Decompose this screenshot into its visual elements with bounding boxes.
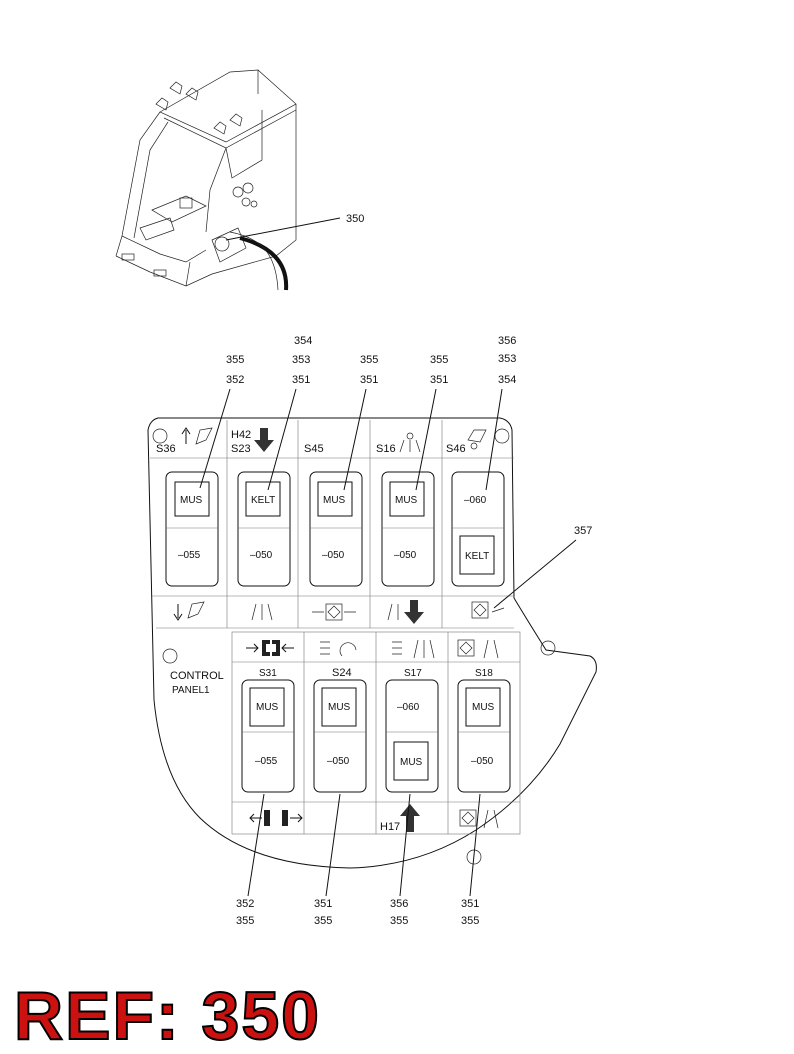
spray-rotate-icon <box>392 639 435 659</box>
svg-text:–050: –050 <box>471 756 494 767</box>
svg-text:S46: S46 <box>446 443 466 455</box>
svg-text:351: 351 <box>461 898 479 910</box>
svg-text:MUS: MUS <box>472 702 495 713</box>
svg-text:–050: –050 <box>250 550 273 561</box>
svg-text:MUS: MUS <box>400 757 423 768</box>
svg-text:355: 355 <box>461 915 479 927</box>
svg-text:–055: –055 <box>178 550 201 561</box>
svg-text:H42: H42 <box>231 429 251 441</box>
clamp-open-icon <box>249 810 303 826</box>
svg-text:351: 351 <box>430 374 448 386</box>
svg-text:MUS: MUS <box>256 702 279 713</box>
svg-text:355: 355 <box>236 915 254 927</box>
svg-text:355: 355 <box>390 915 408 927</box>
svg-text:KELT: KELT <box>465 551 489 562</box>
svg-text:354: 354 <box>498 374 516 386</box>
control-panel-outline <box>147 417 597 869</box>
svg-text:351: 351 <box>292 374 310 386</box>
svg-text:–060: –060 <box>397 702 420 713</box>
callouts-top: 355 352 354 353 351 355 351 355 351 356 … <box>199 335 592 609</box>
svg-text:–060: –060 <box>464 495 487 506</box>
svg-text:S31: S31 <box>259 668 277 679</box>
callouts-bottom: 352 355 351 355 356 355 351 355 <box>236 793 481 927</box>
svg-text:354: 354 <box>294 335 312 347</box>
switch-s23: H42 S23 KELT –050 <box>231 428 291 621</box>
svg-text:352: 352 <box>226 374 244 386</box>
spray-light-icon <box>399 432 421 453</box>
switch-s36: S36 MUS –055 <box>156 427 219 621</box>
svg-text:352: 352 <box>236 898 254 910</box>
svg-text:S45: S45 <box>304 443 324 455</box>
cab-illustration: 350 <box>115 69 364 291</box>
svg-text:357: 357 <box>574 525 592 537</box>
svg-text:MUS: MUS <box>328 702 351 713</box>
svg-text:356: 356 <box>390 898 408 910</box>
svg-text:–050: –050 <box>327 756 350 767</box>
svg-text:S36: S36 <box>156 443 176 455</box>
switch-s46: S46 –060 KELT <box>446 429 505 619</box>
switch-s31: S31 MUS –055 <box>241 640 303 826</box>
svg-text:355: 355 <box>430 354 448 366</box>
svg-text:MUS: MUS <box>323 495 346 506</box>
diamond-spray-icon <box>457 639 499 659</box>
diamond-spray-bottom-icon <box>459 809 499 829</box>
tip-light-icon <box>467 429 487 450</box>
svg-text:S24: S24 <box>332 667 352 679</box>
svg-text:S18: S18 <box>475 668 493 679</box>
h17-label: H17 <box>380 821 400 833</box>
svg-text:S17: S17 <box>404 668 422 679</box>
callout-350: 350 <box>346 213 364 225</box>
svg-text:355: 355 <box>314 915 332 927</box>
clamp-close-icon <box>246 640 294 656</box>
up-arrow-icon <box>400 804 420 832</box>
svg-text:353: 353 <box>292 354 310 366</box>
down-arrow-icon <box>254 428 274 452</box>
switch-s24: S24 MUS –050 <box>313 641 367 793</box>
svg-text:355: 355 <box>226 354 244 366</box>
svg-text:MUS: MUS <box>180 495 203 506</box>
tip-up-icon <box>181 427 213 445</box>
diamond-icon <box>312 603 356 621</box>
spray-icon <box>251 603 273 621</box>
svg-text:–050: –050 <box>322 550 345 561</box>
svg-text:S23: S23 <box>231 443 251 455</box>
svg-text:353: 353 <box>498 353 516 365</box>
diamond-light-icon <box>471 601 505 619</box>
rotate-icon <box>320 641 357 657</box>
svg-text:–055: –055 <box>255 756 278 767</box>
switch-s17: S17 –060 MUS H17 <box>380 639 439 833</box>
panel-title: CONTROL <box>170 670 224 682</box>
svg-text:351: 351 <box>360 374 378 386</box>
spray-down-icon <box>387 600 424 624</box>
svg-text:KELT: KELT <box>251 495 275 506</box>
svg-text:355: 355 <box>360 354 378 366</box>
panel-subtitle: PANEL1 <box>172 685 210 696</box>
switch-s45: S45 MUS –050 <box>304 443 363 621</box>
switch-s18: S18 MUS –050 <box>457 639 511 829</box>
switch-s16: S16 MUS –050 <box>376 432 435 624</box>
svg-text:351: 351 <box>314 898 332 910</box>
svg-text:356: 356 <box>498 335 516 347</box>
svg-text:–050: –050 <box>394 550 417 561</box>
svg-text:MUS: MUS <box>395 495 418 506</box>
tip-down-icon <box>173 601 205 621</box>
svg-text:S16: S16 <box>376 443 396 455</box>
reference-title: REF: 350 <box>13 978 321 1054</box>
